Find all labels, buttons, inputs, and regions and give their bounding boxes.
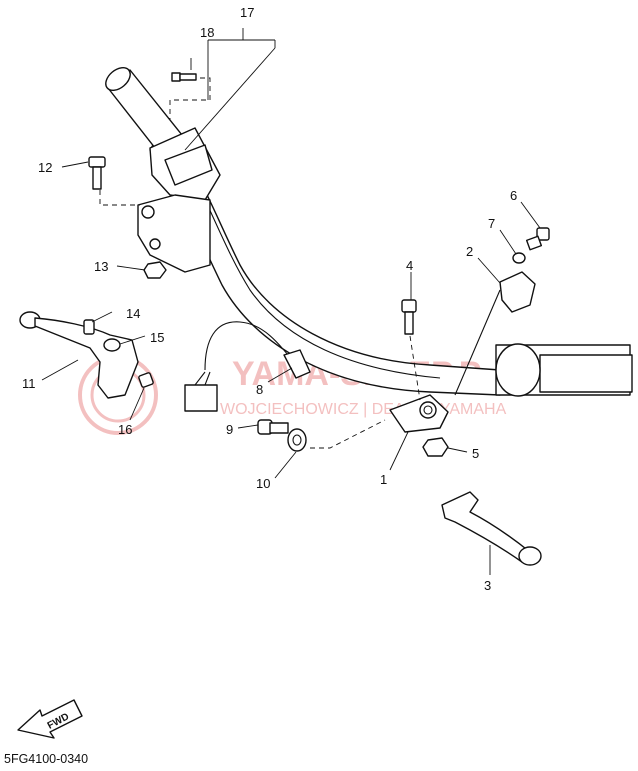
callout-15: 15 bbox=[150, 330, 164, 345]
callout-13: 13 bbox=[94, 259, 108, 274]
brake-lever-3 bbox=[441, 491, 542, 566]
nut-13 bbox=[143, 261, 167, 279]
callout-16: 16 bbox=[118, 422, 132, 437]
callout-5: 5 bbox=[472, 446, 479, 461]
washer-10 bbox=[287, 428, 307, 452]
screw-18 bbox=[169, 72, 211, 120]
callout-6: 6 bbox=[510, 188, 517, 203]
nut-5 bbox=[422, 437, 449, 457]
callout-17: 17 bbox=[240, 5, 254, 20]
callout-3: 3 bbox=[484, 578, 491, 593]
callout-1: 1 bbox=[380, 472, 387, 487]
leader-9-10 bbox=[310, 419, 386, 449]
lever-holder-left bbox=[99, 190, 211, 273]
washer-7 bbox=[512, 252, 526, 264]
bracket-2 bbox=[454, 271, 536, 396]
bolt-12 bbox=[88, 156, 106, 190]
watermark-subtitle: WOJCIECHOWICZ | DEALER YAMAHA bbox=[220, 401, 507, 418]
leader-lines bbox=[41, 28, 541, 575]
diagram-code: 5FG4100-0340 bbox=[4, 752, 89, 766]
callout-4: 4 bbox=[406, 258, 413, 273]
callout-10: 10 bbox=[256, 476, 270, 491]
callout-7: 7 bbox=[488, 216, 495, 231]
bolt-4 bbox=[401, 299, 421, 401]
callout-18: 18 bbox=[200, 25, 214, 40]
callout-12: 12 bbox=[38, 160, 52, 175]
callouts: 17 18 12 13 14 15 11 16 8 9 10 1 5 4 2 7… bbox=[22, 5, 517, 593]
clutch-lever-11 bbox=[19, 311, 139, 399]
lever-holder-1 bbox=[389, 394, 449, 433]
right-grip bbox=[495, 343, 633, 397]
switch-8 bbox=[184, 321, 311, 412]
callout-11: 11 bbox=[22, 376, 36, 391]
fwd-arrow-icon: FWD bbox=[17, 699, 83, 739]
bolt-9 bbox=[257, 419, 289, 435]
callout-8: 8 bbox=[256, 382, 263, 397]
callout-2: 2 bbox=[466, 244, 473, 259]
callout-14: 14 bbox=[126, 306, 140, 321]
screw-6 bbox=[525, 227, 550, 251]
lever-small-parts bbox=[83, 319, 154, 388]
callout-9: 9 bbox=[226, 422, 233, 437]
